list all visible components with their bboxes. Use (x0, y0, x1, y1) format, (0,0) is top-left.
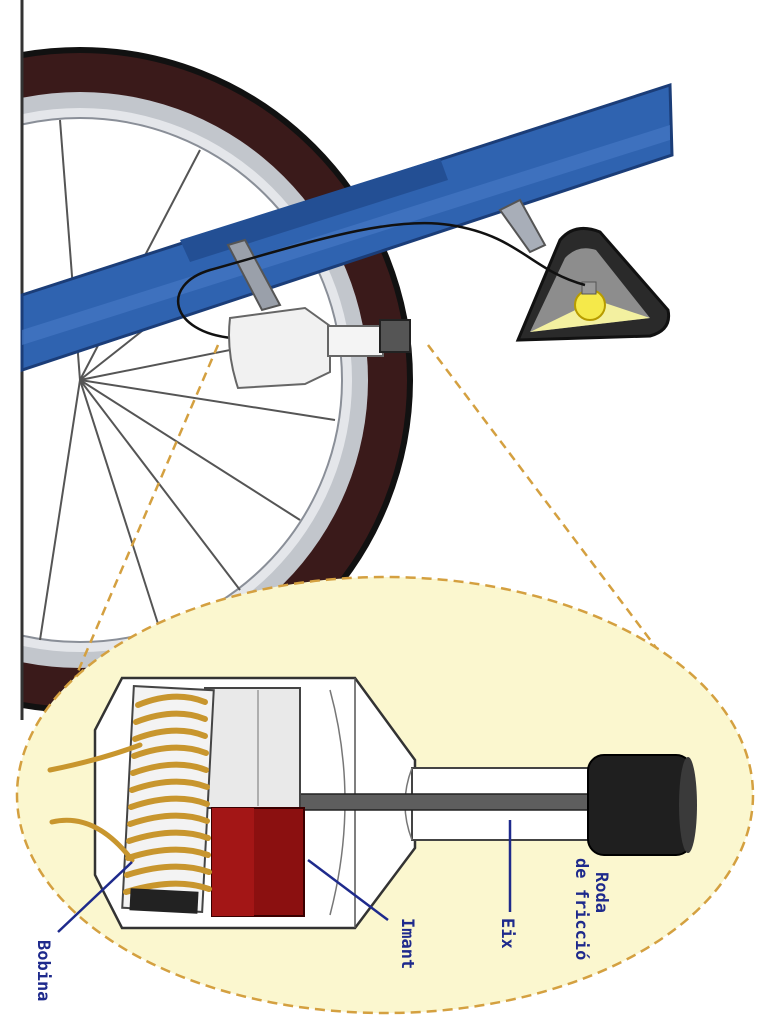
dynamo-bracket (226, 238, 282, 312)
dynamo-cutaway (47, 676, 697, 930)
headlamp (498, 198, 671, 342)
coil-windings (123, 693, 212, 895)
label-magnet: Imant (397, 918, 417, 969)
coil-leads (47, 742, 143, 863)
friction-wheel (587, 754, 693, 856)
label-pointers (57, 820, 512, 933)
label-axle: Eix (497, 918, 517, 949)
magnet-white (204, 687, 301, 809)
bicycle-frame (20, 82, 674, 373)
axle (279, 793, 601, 811)
label-friction-wheel-1: Roda (591, 872, 611, 913)
wire (177, 221, 586, 340)
dynamo-small (228, 306, 411, 390)
label-coil: Bobina (33, 940, 53, 1001)
label-friction-wheel-2: de fricció (571, 858, 591, 960)
